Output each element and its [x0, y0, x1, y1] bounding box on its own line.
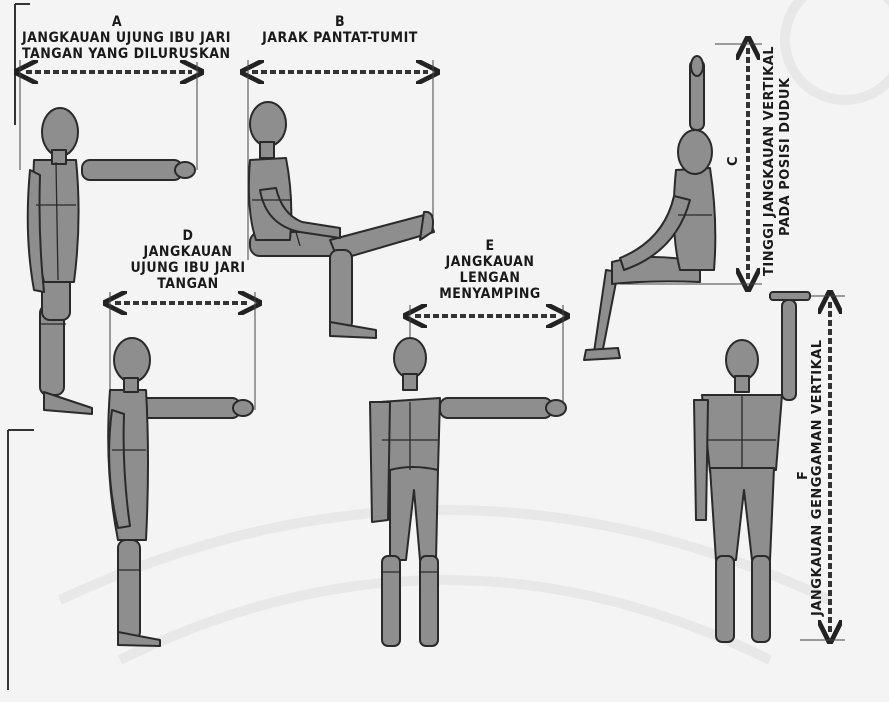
label-a-line-1: JANGKAUAN UJUNG IBU JARI [22, 30, 212, 46]
label-e-line-2: LENGAN [420, 270, 560, 286]
label-f-line-1: JANGKAUAN GENGGAMAN VERTIKAL [810, 339, 825, 616]
figure-b-seated-leg [249, 102, 434, 338]
label-a: A JANGKAUAN UJUNG IBU JARI TANGAN YANG D… [22, 14, 212, 62]
label-d-line-3: TANGAN [118, 276, 258, 292]
label-c-line-1: TINGGI JANGKAUAN VERTIKAL [762, 46, 777, 276]
figure-d-standing-reach [108, 338, 253, 646]
label-d-line-2: UJUNG IBU JARI [118, 260, 258, 276]
label-b-letter: B [250, 14, 430, 30]
figure-e-front-side-reach [370, 338, 566, 646]
label-b: B JARAK PANTAT-TUMIT [250, 14, 430, 46]
label-e-line-1: JANGKAUAN [420, 254, 560, 270]
label-d-letter: D [118, 228, 258, 244]
figure-c-seated-vertical-reach [584, 56, 715, 360]
label-e-letter: E [420, 238, 560, 254]
label-c-line-2: PADA POSISI DUDUK [778, 77, 793, 236]
dimension-line-e [410, 305, 563, 405]
label-f-letter: F [796, 471, 811, 480]
label-e-line-3: MENYAMPING [420, 286, 560, 302]
label-d-line-1: JANGKAUAN [118, 244, 258, 260]
label-a-letter: A [22, 14, 212, 30]
label-e: E JANGKAUAN LENGAN MENYAMPING [420, 238, 560, 302]
label-a-line-2: TANGAN YANG DILURUSKAN [22, 46, 212, 62]
label-c-letter: C [726, 156, 741, 166]
label-d: D JANGKAUAN UJUNG IBU JARI TANGAN [118, 228, 258, 292]
figure-f-front-grip-reach [694, 292, 810, 642]
label-b-line-1: JARAK PANTAT-TUMIT [250, 30, 430, 46]
frame-lines [8, 4, 34, 690]
